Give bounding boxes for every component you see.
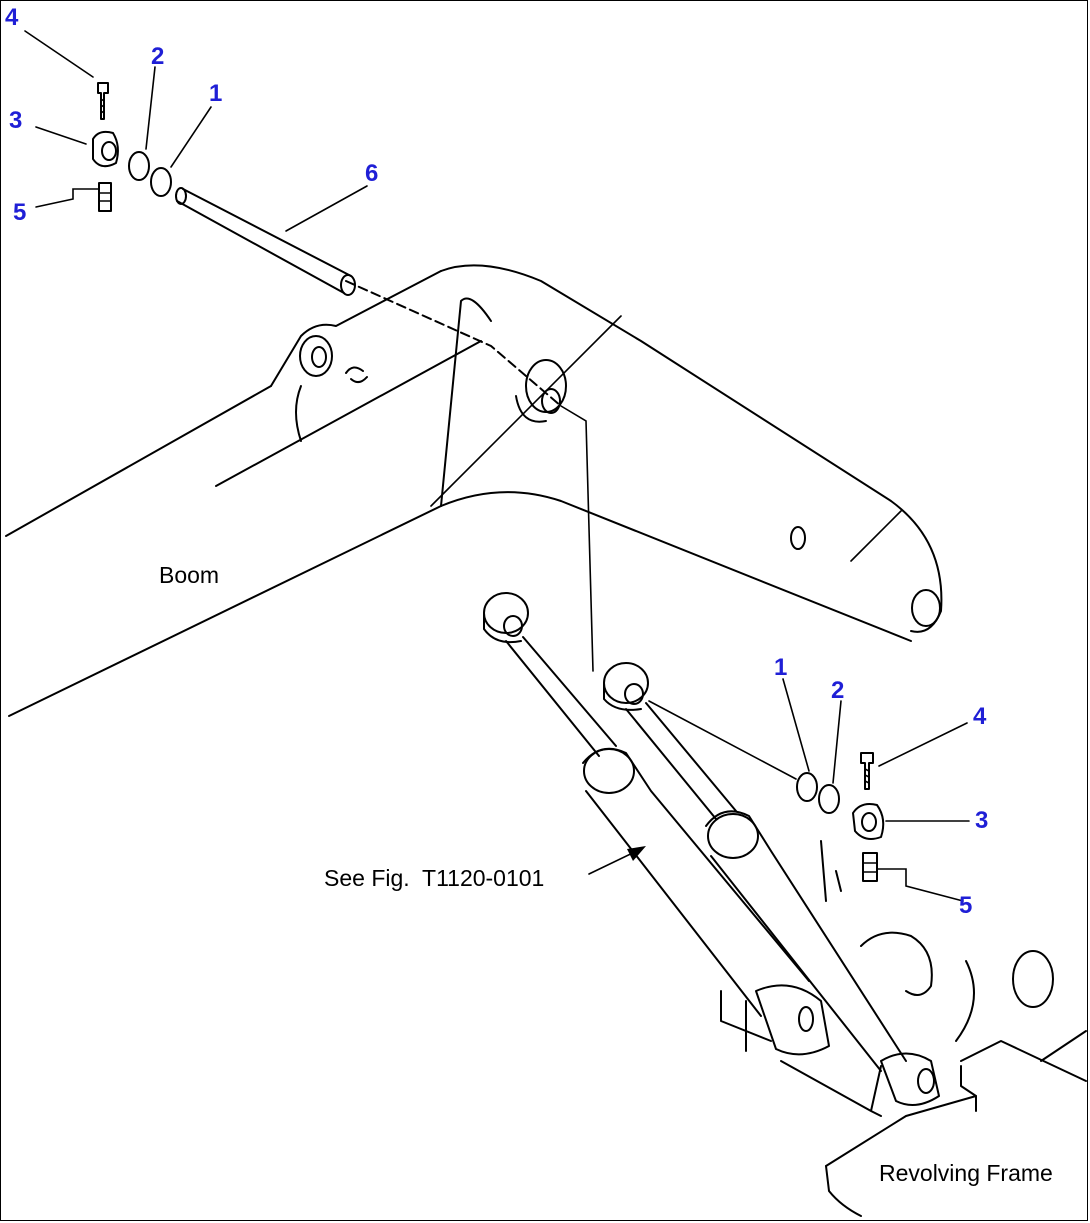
parts-top-left xyxy=(92,82,172,212)
frame-deck-step xyxy=(960,1065,977,1112)
leader-tl-1 xyxy=(170,106,212,168)
callout-br-2: 2 xyxy=(831,677,844,704)
pin-alignment-upper xyxy=(345,280,562,407)
leader-br-4 xyxy=(878,722,968,767)
boom-end-crease xyxy=(850,510,902,562)
bolt-4-top xyxy=(97,82,109,120)
bolt-4-bottom xyxy=(860,752,874,790)
boom-web-line xyxy=(215,340,482,487)
frame-deck-edge xyxy=(825,1095,977,1167)
nut-5-top-lines xyxy=(98,192,112,202)
bolt-4-thread-bottom xyxy=(864,768,870,784)
leader-br-5 xyxy=(876,868,964,902)
bolt-4-thread-top xyxy=(100,98,105,114)
callout-br-4: 4 xyxy=(973,703,987,730)
collar-3-bottom xyxy=(852,803,885,840)
pin-end-right xyxy=(340,274,356,296)
label-boom: Boom xyxy=(159,562,219,588)
collar-3-bottom-hole xyxy=(861,812,877,832)
callout-tl-4: 4 xyxy=(5,4,19,31)
callout-tl-3: 3 xyxy=(9,107,22,134)
leader-tl-5 xyxy=(35,188,100,208)
cyl-left-rod-eye-hole xyxy=(503,615,523,637)
label-revolving-frame: Revolving Frame xyxy=(879,1160,1053,1186)
leader-tl-3 xyxy=(35,126,87,145)
boom-crease xyxy=(430,315,622,507)
boom-side-plate xyxy=(440,297,492,507)
pin-end-left xyxy=(175,187,187,205)
callout-tl-1: 1 xyxy=(209,80,222,107)
boom-boss-right-hole xyxy=(541,388,561,414)
washer-1-top xyxy=(150,167,172,197)
shim-2-bottom xyxy=(818,784,840,814)
frame-curve xyxy=(955,960,975,1042)
callout-tl-2: 2 xyxy=(151,43,164,70)
frame-bracket-left xyxy=(720,990,772,1052)
revolving-frame xyxy=(720,840,1087,1217)
leader-tl-6 xyxy=(285,185,368,232)
cyl-right-foot-hole xyxy=(917,1068,935,1094)
leader-tl-2 xyxy=(145,66,156,150)
boom-lower-edge xyxy=(8,505,442,717)
callout-tl-6: 6 xyxy=(365,160,378,187)
callout-tl-5: 5 xyxy=(13,199,26,226)
cyl-left-foot-hole xyxy=(798,1006,814,1032)
pin-6 xyxy=(175,187,356,296)
cyl-left-rod-eye-side xyxy=(483,612,522,644)
label-see-fig: See Fig. T1120-0101 xyxy=(324,865,544,891)
cyl-left-rod xyxy=(505,636,617,757)
washer-alignment-line xyxy=(648,700,797,780)
boom-boss-right-base xyxy=(515,395,547,423)
see-fig-arrowhead xyxy=(627,846,646,861)
boom-upper-edge xyxy=(5,385,272,537)
boom-bottom-edge xyxy=(440,491,912,642)
boom-top-edge xyxy=(440,264,943,633)
boom-boss-left xyxy=(299,335,333,377)
parts-bottom-right xyxy=(796,752,885,882)
frame-deck-right xyxy=(1040,1030,1087,1062)
washer-1-bottom xyxy=(796,772,818,802)
cyl-left-tube xyxy=(582,747,810,1017)
boom-bracket-edge xyxy=(295,385,302,442)
cyl-left-gland xyxy=(583,748,635,794)
boom-cylinders xyxy=(483,592,940,1106)
pin-body xyxy=(176,188,352,294)
boom-clip-mark xyxy=(345,366,368,383)
cyl-right-foot xyxy=(880,1052,940,1106)
boom-boss-left-hole xyxy=(311,346,327,368)
frame-bracket-mid xyxy=(780,1060,882,1117)
boom-small-hole xyxy=(790,526,806,550)
callout-br-1: 1 xyxy=(774,654,787,681)
leader-tl-4 xyxy=(24,30,94,78)
frame-boss xyxy=(860,931,933,996)
frame-round-hole xyxy=(1012,950,1054,1008)
cylinder-alignment-line xyxy=(560,405,594,672)
frame-deck-top xyxy=(960,1040,1087,1082)
nut-5-top xyxy=(98,182,112,212)
boom-end-hole xyxy=(911,589,941,627)
collar-3-top xyxy=(92,130,119,168)
shim-2-top xyxy=(128,151,150,181)
cyl-left-foot xyxy=(755,984,830,1056)
leader-br-1 xyxy=(782,678,810,772)
callout-br-5: 5 xyxy=(959,892,972,919)
frame-rib xyxy=(820,840,842,902)
nut-5-bottom xyxy=(862,852,878,882)
cyl-right-gland xyxy=(707,813,759,859)
nut-5-bottom-lines xyxy=(862,862,878,873)
cyl-right-tube xyxy=(705,810,907,1072)
cyl-right-rod-eye-side xyxy=(603,682,642,711)
callout-br-3: 3 xyxy=(975,807,988,834)
boom xyxy=(5,264,943,717)
frame-deck-corner xyxy=(825,1165,862,1217)
cyl-right-rod-eye-hole xyxy=(624,683,644,705)
boom-bracket-top xyxy=(270,270,442,387)
leader-br-2 xyxy=(832,700,842,784)
cyl-right-rod xyxy=(625,702,737,820)
collar-3-top-hole xyxy=(101,141,117,161)
